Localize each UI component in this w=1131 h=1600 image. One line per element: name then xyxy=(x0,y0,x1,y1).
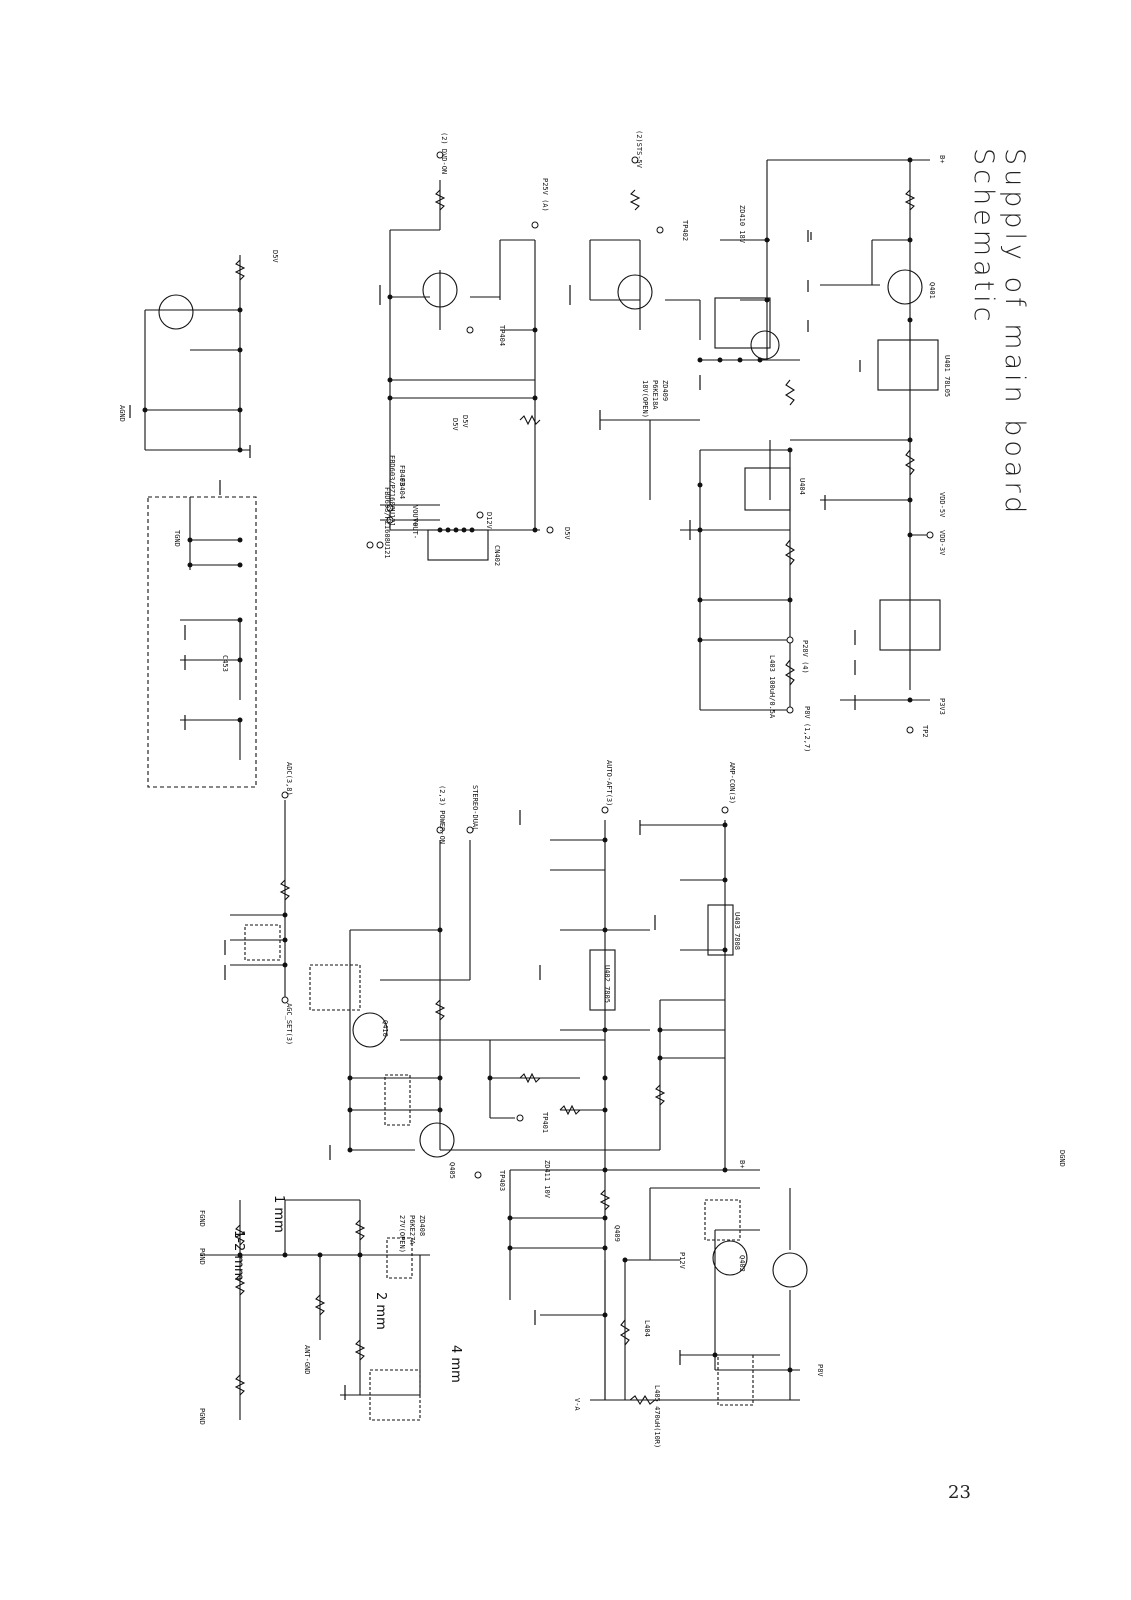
d5v-out-label: D5V xyxy=(563,527,571,540)
u401-label: U401 78L05 xyxy=(943,355,951,398)
p3v3-label: P3V3 xyxy=(938,698,946,715)
q405-label: Q405 xyxy=(448,1162,456,1179)
auto-aft-label: AUTO-AFT(3) xyxy=(605,760,613,807)
page-number: 23 xyxy=(948,1482,971,1503)
u402-label: U402 7805 xyxy=(603,965,611,1003)
fb404-label: FB404 xyxy=(398,478,406,500)
tp403-label: TP403 xyxy=(498,1170,506,1192)
p8v-b-label: P8V xyxy=(816,1364,824,1377)
lower-power-block xyxy=(230,800,800,1406)
zd409-b-label: P6KE18A xyxy=(651,380,659,410)
zd409-c-label: 18V(OPEN) xyxy=(641,380,649,418)
vdd-5v-label: VDD-5V xyxy=(938,492,946,518)
vout-minus-label: VOUT- xyxy=(411,518,419,540)
b-plus-2-label: B+ xyxy=(738,1160,746,1169)
l403-label: L403 100uH/0.5A xyxy=(768,655,776,719)
dimension-1-2mm: 1-2 mm xyxy=(231,1230,246,1281)
q402-label: Q402 xyxy=(738,1255,746,1272)
tp404-label: TP404 xyxy=(498,325,506,347)
q410-label: Q410 xyxy=(381,1020,389,1037)
power-on-label: (2,3) POWER-ON xyxy=(438,785,446,845)
tgnd-label: TGND xyxy=(173,530,181,547)
dgnd-label: DGND xyxy=(1058,1150,1066,1167)
agc-set-label: AGC_SET(3) xyxy=(285,1003,293,1046)
tp401-label: TP401 xyxy=(541,1112,549,1134)
agnd-label: AGND xyxy=(118,405,126,422)
zd410-label: ZD410 18V xyxy=(738,205,746,243)
q401-label: Q401 xyxy=(928,282,936,299)
v-a-label: V-A xyxy=(573,1398,581,1411)
p25v-label: P25V (A) xyxy=(541,178,549,212)
page-title: Supply of main board Schematic xyxy=(968,148,1030,518)
d12v-label: D12V xyxy=(485,512,493,529)
p28v-label: P28V (4) xyxy=(801,640,809,674)
p8v-label: P8V (1,2,7) xyxy=(803,706,811,753)
p12v-label: P12V xyxy=(678,1252,686,1269)
fb404-b-label: FBD603/PZ1608U121 xyxy=(383,487,391,559)
u404-label: U404 xyxy=(798,478,806,495)
pgnd-label: PGND xyxy=(198,1248,206,1265)
adc-label: ADC(3,8) xyxy=(285,762,293,796)
l404-label: L404 xyxy=(643,1320,651,1337)
cn402-label: CN402 xyxy=(493,545,501,567)
stereo-dual-label: STEREO-DUAL xyxy=(471,785,479,832)
u403-label: U403 7808 xyxy=(733,912,741,950)
zd408-c-label: 27V(OPEN) xyxy=(398,1215,406,1253)
l405-label: L405 470uH(10R) xyxy=(653,1385,661,1449)
upper-power-block xyxy=(589,159,941,711)
q409-label: Q409 xyxy=(613,1225,621,1242)
c453-label: C453 xyxy=(221,655,229,672)
zd409-label: ZD409 xyxy=(661,380,669,402)
b-plus-label: B+ xyxy=(938,155,946,164)
tp2-label: TP2 xyxy=(921,725,929,738)
d5v-label-b: D5V xyxy=(451,418,459,431)
vdd-3v-label: VDD-3V xyxy=(938,530,946,556)
connector-block xyxy=(144,180,540,561)
pgnd2-label: PGND xyxy=(198,1408,206,1425)
ant-gnd-label: ANT-GND xyxy=(303,1345,311,1375)
amp-con-label: AMP-CON(3) xyxy=(728,762,736,805)
d5v-label-a: D5V xyxy=(461,415,469,428)
zd411-label: ZD411 10V xyxy=(543,1160,551,1198)
fgnd-label: FGND xyxy=(198,1210,206,1227)
dvd-on-label: (2) DVD-ON xyxy=(440,132,448,175)
tp402-label: TP402 xyxy=(681,220,689,242)
dimension-1mm: 1 mm xyxy=(271,1195,286,1233)
ground-block xyxy=(200,1199,430,1421)
sts-5v-label: (2)STS-5V xyxy=(635,130,643,168)
zd408-label: ZD408 xyxy=(418,1215,426,1237)
dimension-4mm: 4 mm xyxy=(448,1345,463,1383)
ground-symbols xyxy=(129,230,861,1400)
terminals xyxy=(281,151,934,1179)
zd408-b-label: P6KE27A xyxy=(408,1215,416,1245)
dimension-2mm: 2 mm xyxy=(373,1292,388,1330)
d5v-label: D5V xyxy=(271,250,279,263)
junction-dots xyxy=(142,157,913,1373)
